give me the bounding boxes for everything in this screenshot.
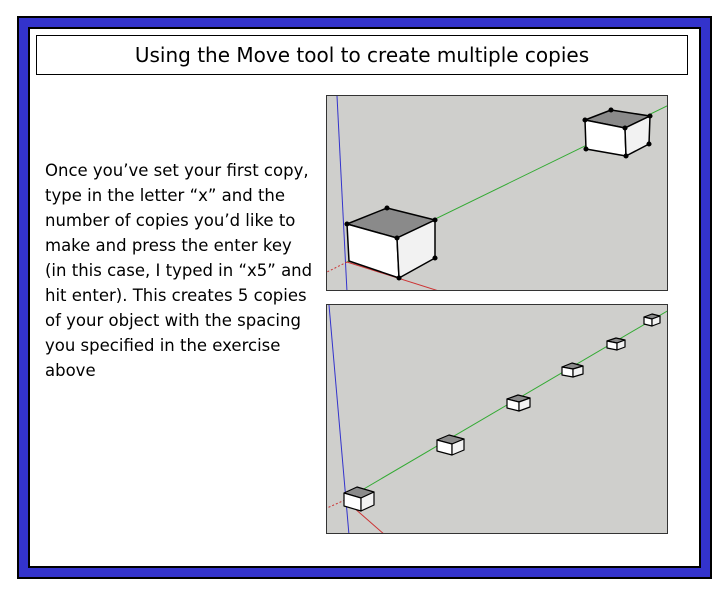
box-copy-4 [606, 337, 626, 351]
viewport-drawing-bottom [327, 305, 667, 533]
box-copy-5 [643, 313, 661, 327]
slide-title: Using the Move tool to create multiple c… [134, 43, 590, 67]
box-copy-2 [506, 394, 531, 412]
box-copy-0 [343, 486, 375, 512]
instruction-text: Once you’ve set your first copy, type in… [45, 161, 313, 380]
blue-axis [336, 96, 348, 290]
screenshot-move-copy [326, 95, 668, 291]
box-copy-1 [436, 434, 465, 456]
box-copy [582, 107, 653, 159]
title-box: Using the Move tool to create multiple c… [36, 35, 688, 75]
screenshot-multiple-copies [326, 304, 668, 534]
box-copy-3 [561, 362, 584, 378]
slide-content: Using the Move tool to create multiple c… [30, 29, 699, 566]
box-original [344, 205, 438, 281]
viewport-drawing-top [327, 96, 667, 290]
